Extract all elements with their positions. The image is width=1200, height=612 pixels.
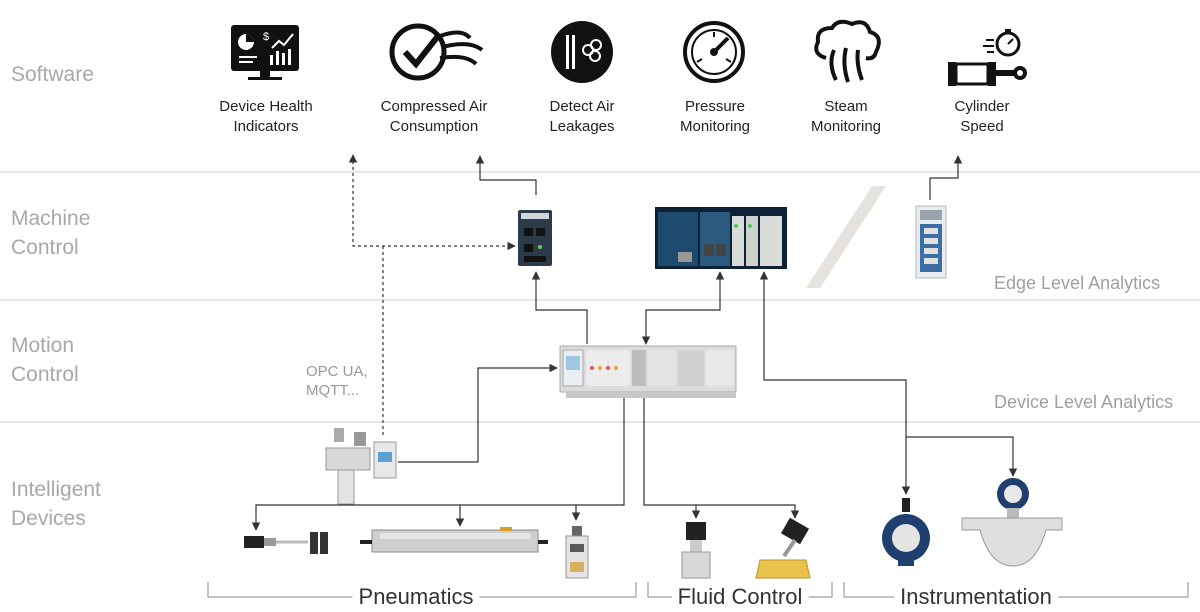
check-wind-icon	[389, 23, 484, 81]
connections	[251, 154, 1018, 531]
valve-terminal	[559, 345, 737, 398]
leak-icon	[551, 21, 613, 83]
layer-label-software: Software	[11, 63, 94, 86]
edge-analytics-label: Edge Level Analytics	[994, 273, 1161, 293]
edge-gateway-device	[518, 210, 552, 266]
group-label-pneumatics: Pneumatics	[352, 584, 480, 610]
angle-seat-valve	[755, 517, 811, 579]
flow-meter	[882, 498, 930, 566]
group-label-fluid-control: Fluid Control	[671, 584, 809, 610]
linear-cylinder	[360, 527, 548, 553]
protocol-label: OPC UA,MQTT...	[306, 363, 368, 399]
group-label-instrumentation: Instrumentation	[894, 584, 1058, 610]
cylinder-stopwatch-icon	[948, 29, 1027, 86]
din-rail-io-module	[915, 205, 947, 279]
coriolis-meter	[961, 478, 1063, 567]
monitor-chart-icon: $	[231, 25, 299, 80]
layer-dividers	[0, 171, 1200, 423]
separator-slash	[806, 186, 886, 288]
solenoid-valve	[681, 522, 711, 579]
steam-icon	[814, 19, 881, 83]
svg-text:$: $	[263, 31, 269, 43]
gauge-icon	[683, 21, 745, 83]
plc-rack	[655, 207, 787, 269]
pressure-switch	[565, 526, 589, 579]
device-analytics-label: Device Level Analytics	[994, 392, 1174, 412]
pressure-sensor-small	[244, 532, 328, 554]
air-service-unit	[325, 428, 397, 505]
